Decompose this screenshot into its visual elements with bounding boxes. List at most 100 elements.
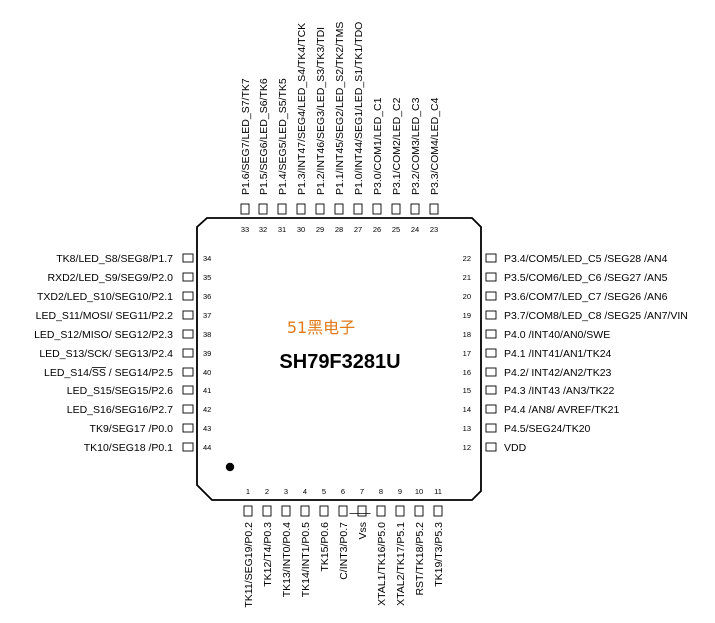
pin-number: 11 [434,487,442,496]
pin-label-left: TXD2/LED_S10/SEG10/P2.1 [37,291,173,303]
pins-layer: 33P1.6/SEG7/LED_S7/TK732P1.5/SEG6/LED_S6… [34,22,688,608]
pin-number: 14 [463,405,471,414]
pin-pad-bottom [319,505,329,517]
pin-number: 23 [430,225,438,234]
pin-number: 41 [203,386,211,395]
pin-pad-right [485,272,497,282]
pin-label-right: P4.2/ INT42/AN2/TK23 [504,367,612,379]
pin1-marker-dot [225,462,235,472]
pin-number: 17 [463,349,471,358]
pin-label-right: VDD [504,442,527,454]
pin-label-right: P3.4/COM5/LED_C5 /SEG28 /AN4 [504,253,668,265]
pin-label-top: P1.0/INT44/SEG1/LED_S1/TK1/TDO [353,22,365,195]
pin-pad-bottom [433,505,443,517]
pin-pad-left [182,423,194,433]
pin-pad-right [485,348,497,358]
pin-pad-right [485,329,497,339]
pin-number: 15 [463,386,471,395]
pin-pad-left [182,291,194,301]
pin-pad-left [182,272,194,282]
pin-pad-left [182,310,194,320]
pin-label-top: P1.3/INT47/SEG4/LED_S4/TK4/TCK [296,23,308,195]
pin-pad-bottom [300,505,310,517]
pin-number: 10 [415,487,423,496]
pin-number: 24 [411,225,419,234]
pin-pad-right [485,423,497,433]
pin-number: 36 [203,292,211,301]
pin-pad-top [410,203,420,215]
pin-pad-right [485,404,497,414]
pin-pad-top [240,203,250,215]
pin-label-top: P1.5/SEG6/LED_S6/TK6 [258,78,270,195]
pin-pad-right [485,442,497,452]
pin-pad-bottom [357,505,367,517]
pin-label-bottom: C/INT3/P0.7 [338,522,350,580]
pin-label-top: P1.1/INT45/SEG2/LED_S2/TK2/TMS [334,22,346,195]
pin-number: 30 [297,225,305,234]
pin-pad-top [372,203,382,215]
pin-label-bottom: TK12/T4/P0.3 [262,522,274,587]
pin-label-bottom: TK15/P0.6 [319,522,331,572]
pin-number: 28 [335,225,343,234]
pin-pad-bottom [243,505,253,517]
pin-number: 9 [398,487,402,496]
pin-number: 1 [246,487,250,496]
pin-number: 7 [360,487,364,496]
pin-pad-left [182,442,194,452]
pin-number: 18 [463,330,471,339]
pin-label-top: P3.0/COM1/LED_C1 [372,97,384,195]
pin-pad-top [315,203,325,215]
pin-label-left: TK8/LED_S8/SEG8/P1.7 [56,253,173,265]
pin-label-top: P1.6/SEG7/LED_S7/TK7 [240,78,252,195]
pin-pad-bottom [395,505,405,517]
pin-label-right: P3.5/COM6/LED_C6 /SEG27 /AN5 [504,272,668,284]
pin-number: 32 [259,225,267,234]
pin-number: 20 [463,292,471,301]
pin-pad-top [277,203,287,215]
pin-number: 4 [303,487,307,496]
pin-label-bottom: TK14/INT1/P0.5 [300,522,312,597]
pin-number: 22 [463,254,471,263]
pin-label-top: P3.3/COM4/LED_C4 [429,97,441,195]
pin-number: 44 [203,443,211,452]
pin-label-left: RXD2/LED_S9/SEG9/P2.0 [48,272,174,284]
pin-label-bottom: XTAL2/TK17/P5.1 [395,522,407,606]
pin-label-right: P4.0 /INT40/AN0/SWE [504,329,610,341]
pin-number: 43 [203,424,211,433]
pin-number: 5 [322,487,326,496]
pin-label-left: LED_S12/MISO/ SEG12/P2.3 [34,329,173,341]
pin-pad-right [485,310,497,320]
pin-pad-left [182,329,194,339]
pin-number: 34 [203,254,211,263]
pin-number: 29 [316,225,324,234]
pin-pad-top [296,203,306,215]
pin-label-left: TK9/SEG17 /P0.0 [90,423,174,435]
pin-number: 12 [463,443,471,452]
pin-pad-left [182,348,194,358]
pin-pad-left [182,253,194,263]
pin-number: 31 [278,225,286,234]
pin-number: 38 [203,330,211,339]
pin-pad-top [391,203,401,215]
pin-pad-right [485,253,497,263]
pin-number: 40 [203,368,211,377]
pin-number: 6 [341,487,345,496]
pin-label-bottom: Vss [357,522,369,540]
pin-label-left: LED_S15/SEG15/P2.6 [67,385,173,397]
pin-label-top: P3.1/COM2/LED_C2 [391,97,403,195]
pin-pad-right [485,291,497,301]
watermark-text: 51黑电子 [287,318,355,337]
pin-label-left: TK10/SEG18 /P0.1 [84,442,173,454]
pin-label-top: P3.2/COM3/LED_C3 [410,97,422,195]
pin-label-right: P4.5/SEG24/TK20 [504,423,591,435]
pin-pad-left [182,404,194,414]
pin-label-bottom: RST/TK18/P5.2 [414,522,426,596]
pin-number: 21 [463,273,471,282]
chip-body [196,217,482,501]
pin-number: 35 [203,273,211,282]
pin-label-right: P4.3 /INT43 /AN3/TK22 [504,385,614,397]
pin-label-left: LED_S16/SEG16/P2.7 [67,404,173,416]
pin-number: 2 [265,487,269,496]
pin-pad-left [182,385,194,395]
pin-number: 26 [373,225,381,234]
